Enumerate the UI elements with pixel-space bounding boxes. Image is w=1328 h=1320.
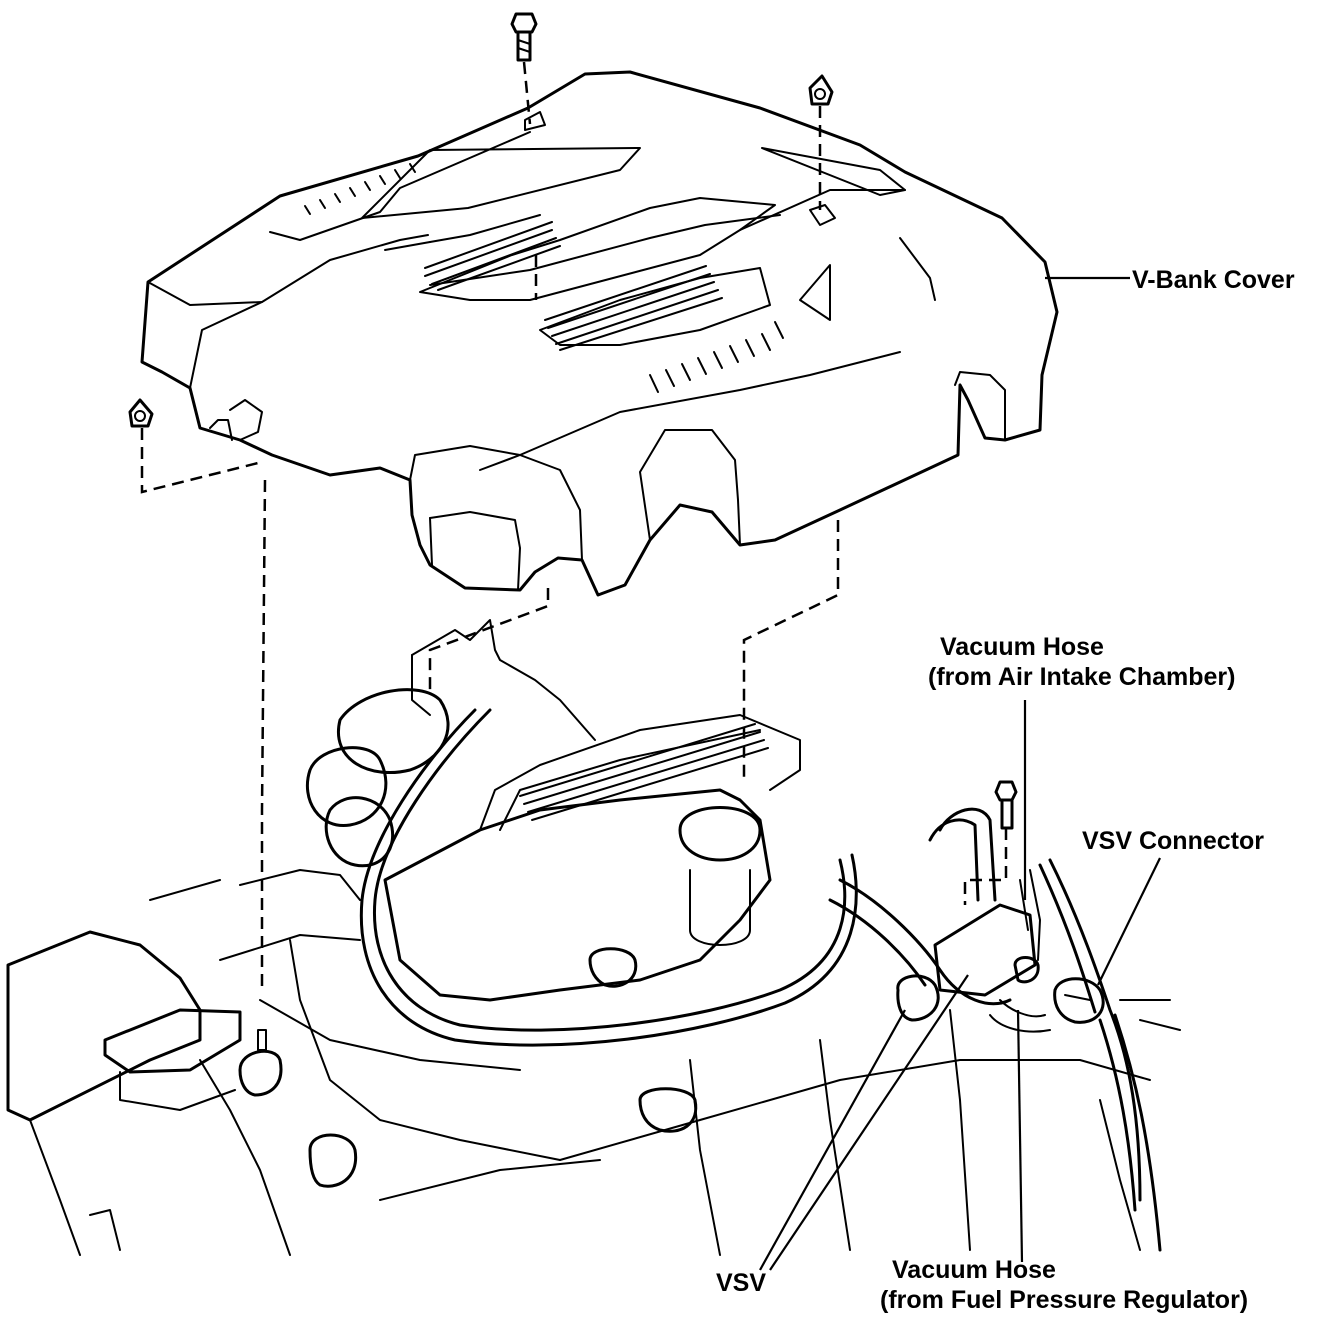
vsv-connector-label: VSV Connector xyxy=(1082,827,1264,855)
bolt-icon xyxy=(994,780,1018,830)
v-bank-cover-label: V-Bank Cover xyxy=(1132,266,1295,294)
vacuum-hose-air-intake-label: Vacuum Hose xyxy=(940,633,1104,661)
vacuum-hose-fuel-sublabel: (from Fuel Pressure Regulator) xyxy=(880,1286,1249,1314)
vacuum-hose-air-intake-sublabel: (from Air Intake Chamber) xyxy=(928,663,1236,691)
vacuum-hose-fuel-label: Vacuum Hose xyxy=(892,1256,1056,1284)
clip-icon xyxy=(128,398,154,428)
v-bank-cover xyxy=(140,70,1059,597)
bolt-icon xyxy=(510,12,538,62)
leader-lines xyxy=(759,276,1161,1271)
clip-icon xyxy=(808,74,834,106)
engine-assembly xyxy=(6,619,1181,1256)
vsv-label: VSV xyxy=(716,1269,767,1297)
alignment-lines xyxy=(140,61,1008,990)
